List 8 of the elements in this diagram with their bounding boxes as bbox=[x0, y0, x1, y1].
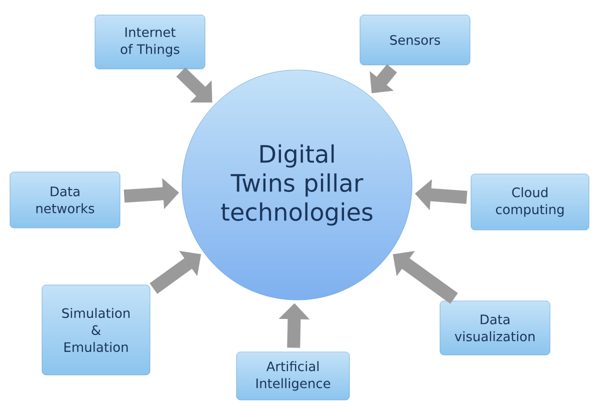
technology-box: Internet of Things bbox=[94, 14, 206, 70]
arrow bbox=[176, 67, 212, 103]
technology-box: Data visualization bbox=[440, 300, 550, 356]
technology-box: Simulation & Emulation bbox=[42, 284, 150, 376]
technology-box: Artificial Intelligence bbox=[236, 352, 350, 400]
technology-box: Cloud computing bbox=[470, 174, 590, 230]
technology-box: Data networks bbox=[10, 172, 120, 228]
technology-box: Sensors bbox=[360, 14, 470, 66]
